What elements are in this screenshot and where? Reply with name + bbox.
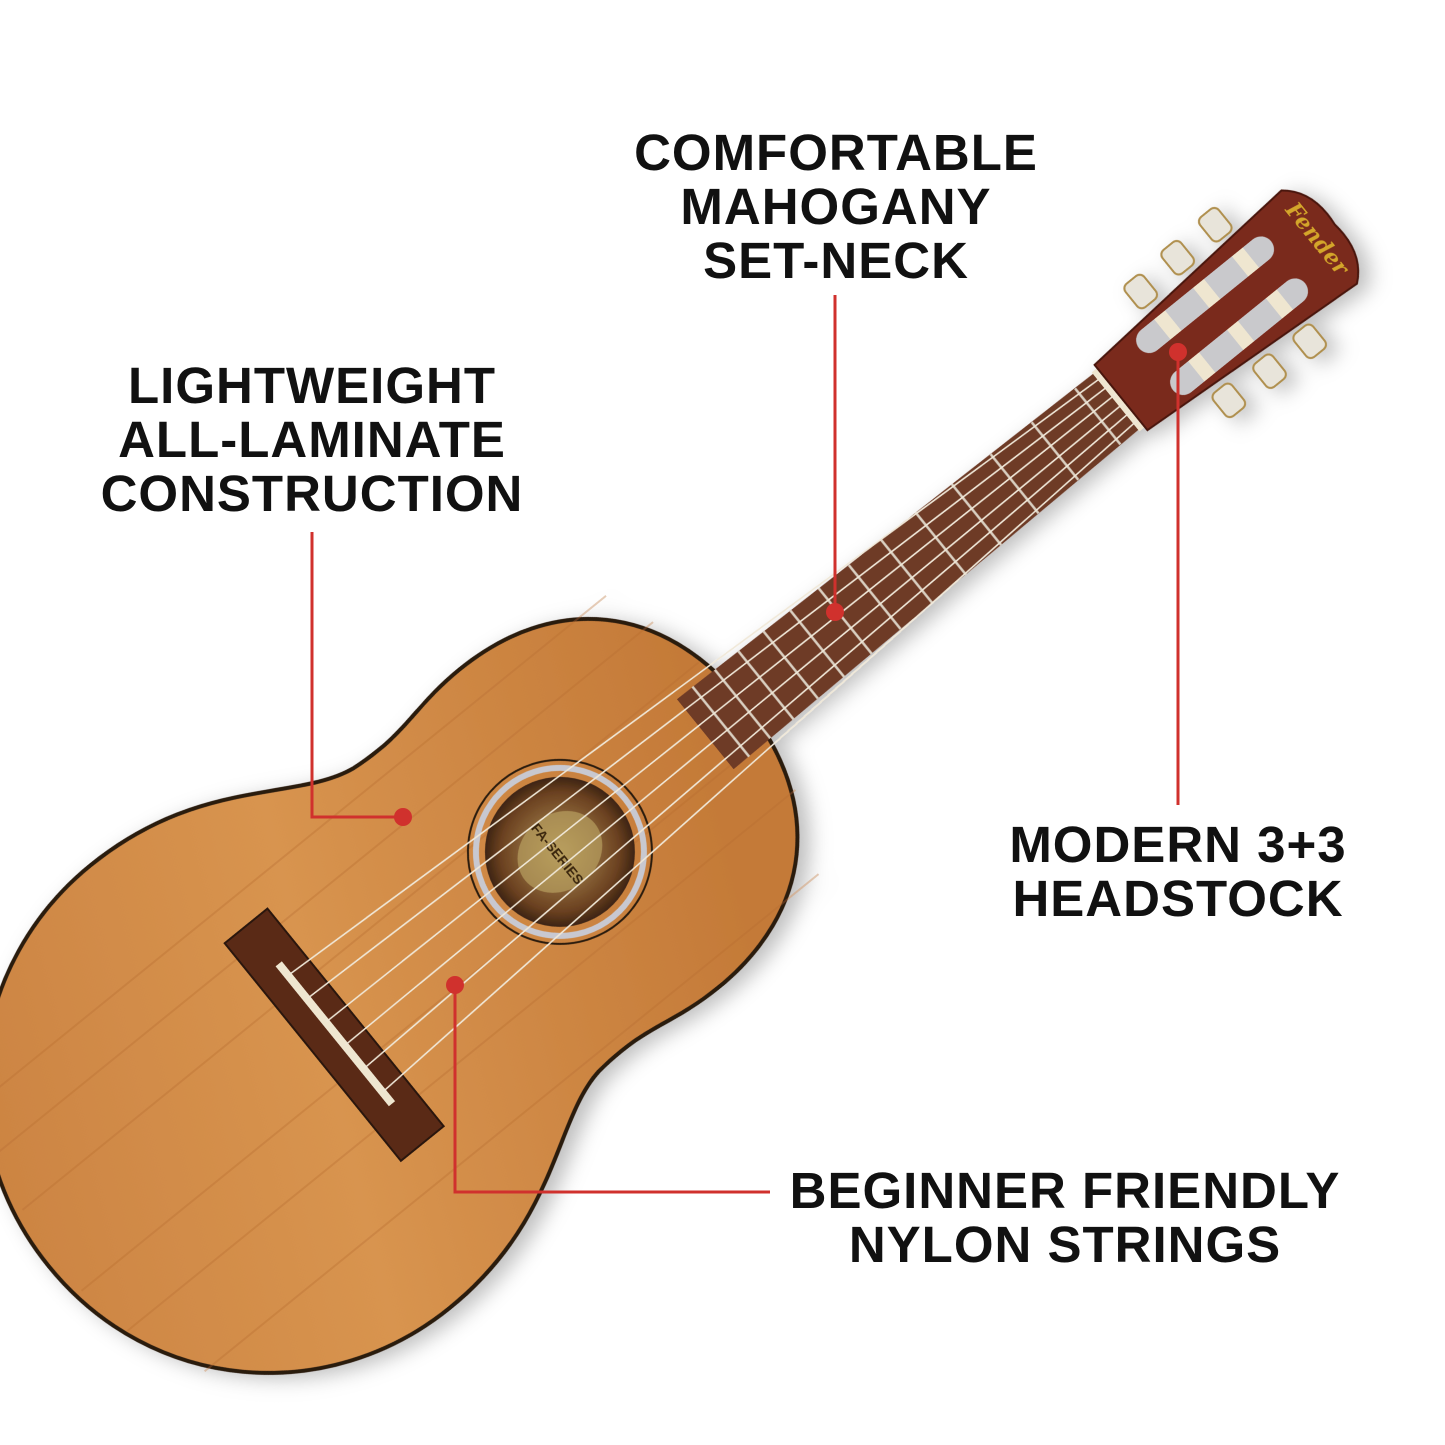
nylon-strings	[288, 376, 1138, 1093]
callout-line-strings	[453, 985, 770, 1194]
nut	[1091, 366, 1147, 432]
callout-neck-line-3: SET-NECK	[703, 232, 969, 289]
callout-line-construction	[310, 532, 403, 819]
tuning-pegs	[1123, 206, 1327, 419]
callout-construction-line-1: LIGHTWEIGHT	[128, 357, 496, 414]
callout-strings-line-1: BEGINNER FRIENDLY	[790, 1162, 1341, 1219]
callout-headstock: MODERN 3+3 HEADSTOCK	[1009, 816, 1346, 927]
callout-dot-strings	[446, 976, 464, 994]
callout-dot-headstock	[1169, 343, 1187, 361]
callout-construction-line-3: CONSTRUCTION	[101, 465, 524, 522]
headstock	[1093, 189, 1360, 432]
callout-lines	[310, 295, 1187, 1194]
callout-neck: COMFORTABLE MAHOGANY SET-NECK	[634, 124, 1038, 289]
callout-strings-line-2: NYLON STRINGS	[849, 1216, 1281, 1273]
wood-grain	[0, 595, 820, 1373]
neck	[676, 372, 1140, 770]
callout-neck-line-1: COMFORTABLE	[634, 124, 1038, 181]
callout-construction: LIGHTWEIGHT ALL-LAMINATE CONSTRUCTION	[101, 357, 524, 522]
callout-dot-construction	[394, 808, 412, 826]
callout-headstock-line-1: MODERN 3+3	[1009, 816, 1346, 873]
callout-headstock-line-2: HEADSTOCK	[1012, 870, 1343, 927]
callout-construction-line-2: ALL-LAMINATE	[118, 411, 506, 468]
callout-dot-neck	[826, 603, 844, 621]
callout-strings: BEGINNER FRIENDLY NYLON STRINGS	[790, 1162, 1341, 1273]
callout-neck-line-2: MAHOGANY	[680, 178, 991, 235]
